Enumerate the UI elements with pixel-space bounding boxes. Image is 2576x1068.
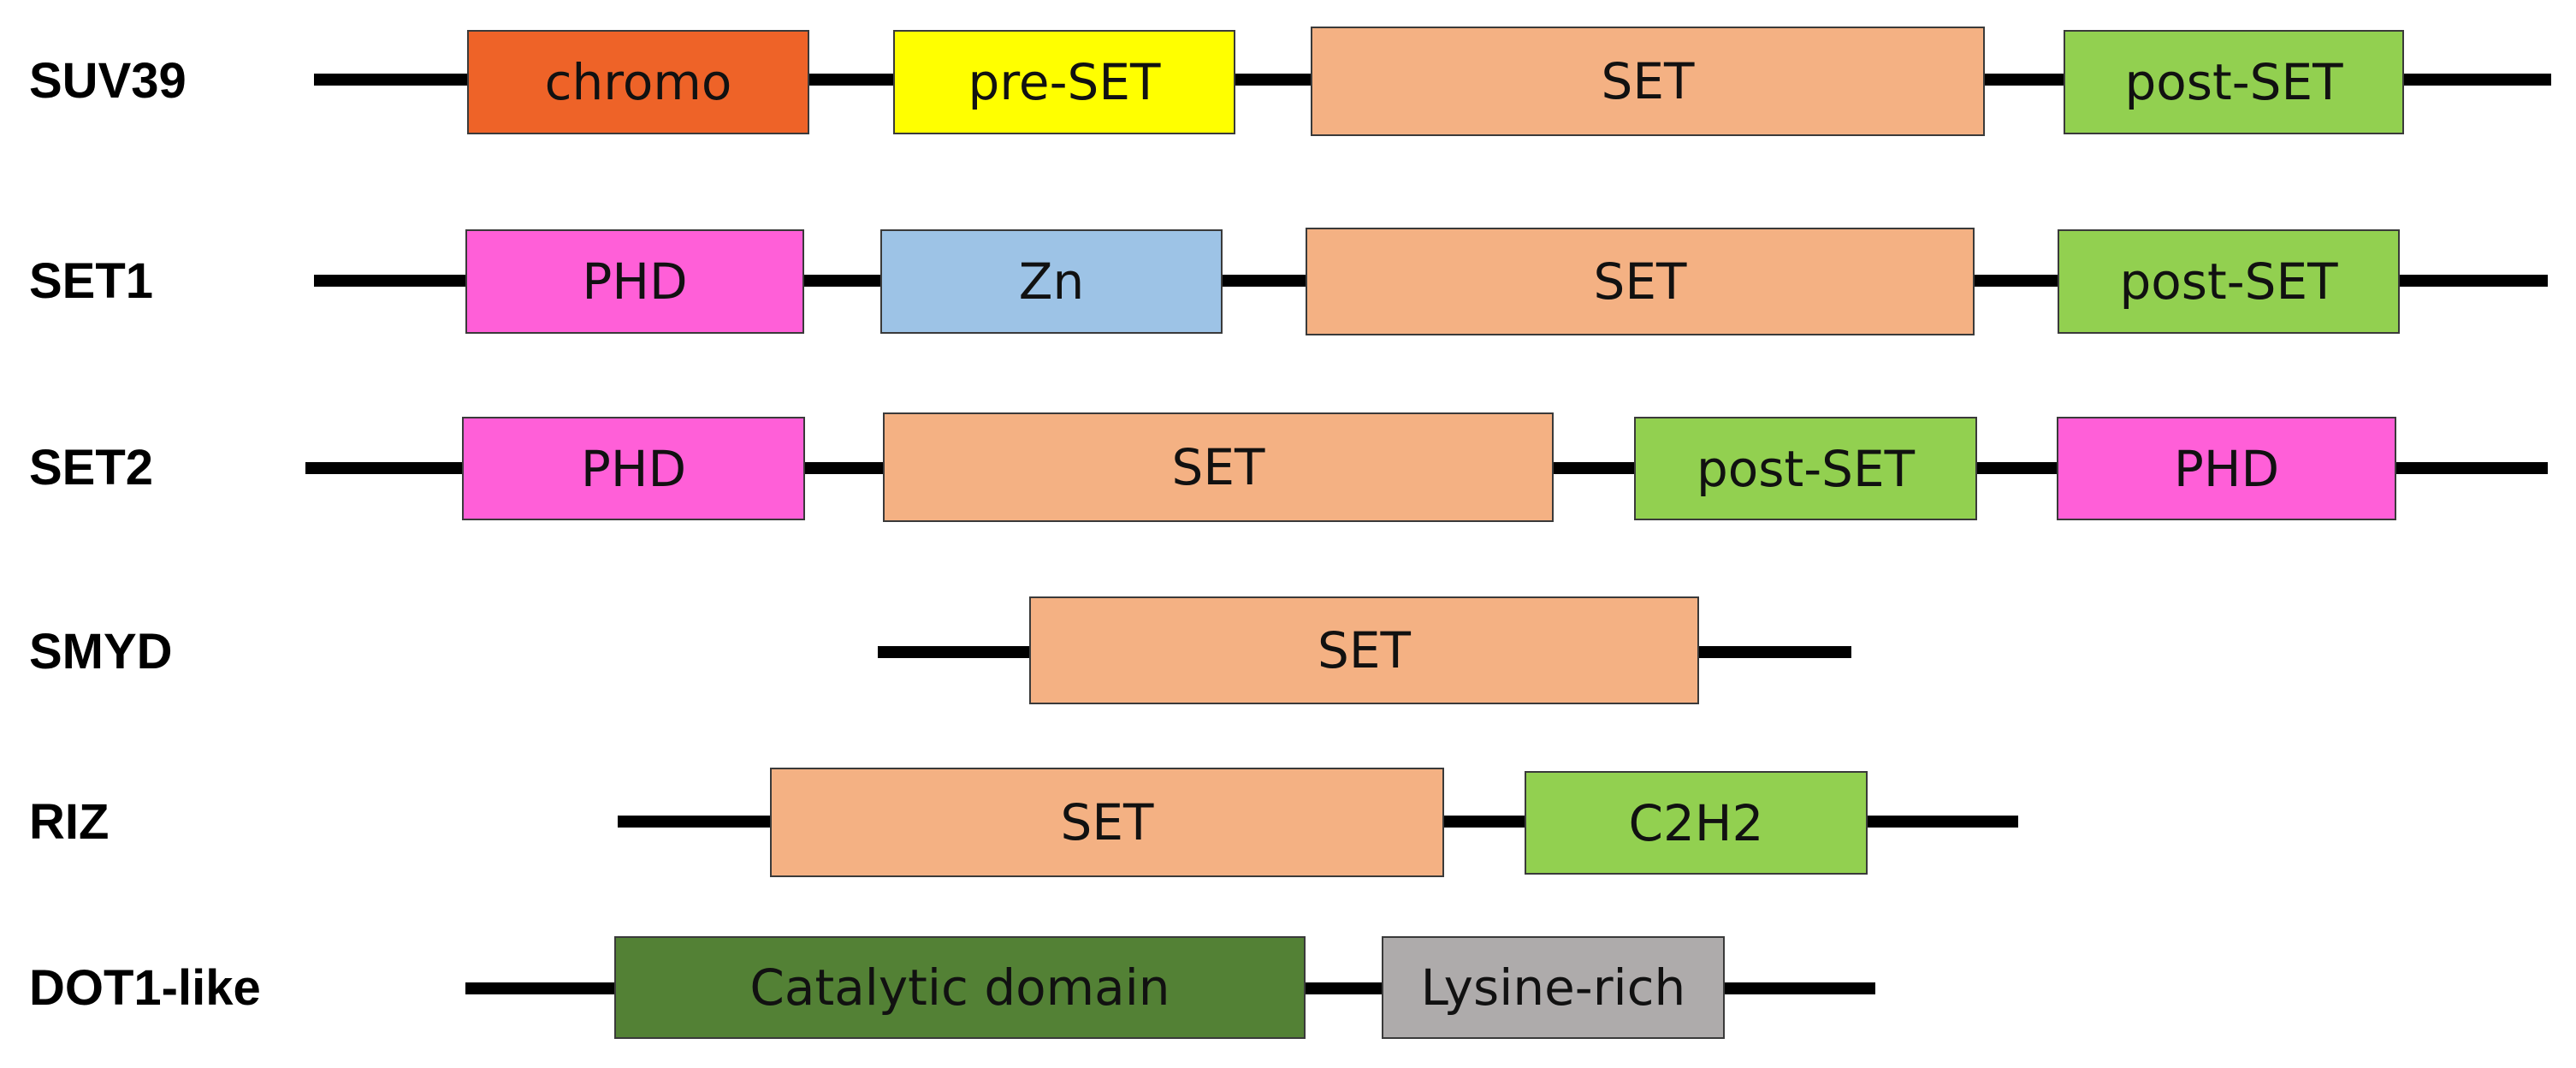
domain-post-set: post-SET bbox=[2064, 30, 2404, 134]
domain-set: SET bbox=[1311, 27, 1985, 136]
domain-set: SET bbox=[770, 768, 1444, 877]
domain-set: SET bbox=[1029, 596, 1699, 704]
family-label-riz: RIZ bbox=[29, 794, 110, 850]
domain-post-set: post-SET bbox=[2058, 229, 2400, 334]
domain-phd: PHD bbox=[465, 229, 804, 334]
family-label-dot1-like: DOT1-like bbox=[29, 960, 261, 1016]
domain-c2h2: C2H2 bbox=[1525, 771, 1868, 875]
domain-set: SET bbox=[1306, 228, 1975, 335]
family-label-set1: SET1 bbox=[29, 253, 154, 309]
domain-set: SET bbox=[883, 412, 1554, 522]
domain-zn: Zn bbox=[880, 229, 1223, 334]
domain-phd: PHD bbox=[462, 417, 805, 520]
family-label-set2: SET2 bbox=[29, 440, 154, 495]
family-label-smyd: SMYD bbox=[29, 624, 173, 679]
domain-lysine-rich: Lysine-rich bbox=[1382, 936, 1725, 1039]
family-label-suv39: SUV39 bbox=[29, 53, 187, 109]
domain-phd: PHD bbox=[2057, 417, 2396, 520]
domain-catalytic: Catalytic domain bbox=[614, 936, 1306, 1039]
domain-chromo: chromo bbox=[467, 30, 809, 134]
domain-pre-set: pre-SET bbox=[893, 30, 1235, 134]
domain-post-set: post-SET bbox=[1634, 417, 1977, 520]
